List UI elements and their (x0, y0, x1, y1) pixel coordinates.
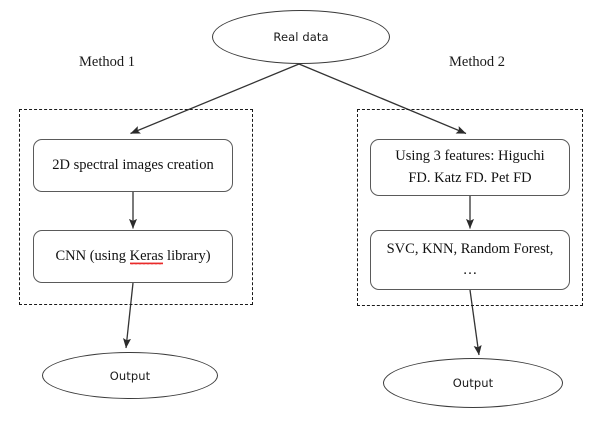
box-cnn-suffix: library) (163, 247, 211, 264)
box-classifiers-line-2: … (462, 262, 478, 278)
box-cnn-keras[interactable]: CNN (using Keras library) (33, 230, 233, 283)
box-classifiers-label: SVC, KNN, Random Forest, … (387, 239, 554, 281)
box-2d-spectral-images-creation-label: 2D spectral images creation (52, 156, 214, 173)
node-output-method-2-label: Output (452, 376, 494, 390)
edge-source-to-method1 (130, 63, 300, 135)
node-output-method-1-label: Output (109, 368, 151, 383)
box-classifiers-line-1: SVC, KNN, Random Forest, (386, 240, 554, 257)
group-frame-method-1 (19, 109, 253, 305)
box-features-line-1: Using 3 features: Higuchi (395, 148, 545, 165)
edge-m2-step2-to-output (469, 289, 482, 356)
edge-source-to-method2 (298, 63, 467, 135)
box-features-line-2: FD. Katz FD. Pet FD (408, 169, 532, 186)
group-frame-method-2 (357, 109, 583, 306)
node-output-method-1[interactable]: Output (42, 352, 218, 399)
box-2d-spectral-images-creation[interactable]: 2D spectral images creation (33, 139, 233, 192)
box-cnn-keras-label: CNN (using Keras library) (55, 246, 211, 267)
box-cnn-prefix: CNN (using (55, 247, 130, 264)
node-real-data[interactable]: Real data (212, 10, 390, 64)
box-classifiers[interactable]: SVC, KNN, Random Forest, … (370, 230, 570, 290)
node-real-data-label: Real data (273, 30, 329, 44)
caption-method-1: Method 1 (79, 54, 135, 70)
caption-method-2: Method 2 (449, 54, 505, 70)
edge-m1-step2-to-output (123, 282, 134, 349)
node-output-method-2[interactable]: Output (383, 358, 563, 408)
spellcheck-underlined-word: Keras (129, 247, 164, 265)
